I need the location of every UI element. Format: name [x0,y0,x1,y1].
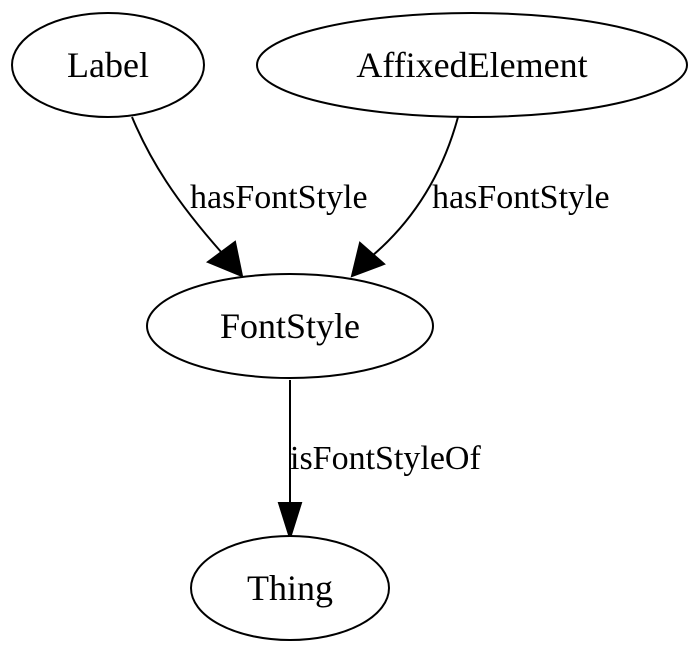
arrowhead [205,240,244,278]
edge-label-to-fontstyle: hasFontStyle [131,116,368,278]
edge-line [131,116,223,254]
node-affixed-element: AffixedElement [256,12,688,118]
edge-affixed-to-fontstyle: hasFontStyle [350,116,610,278]
edge-line [371,116,459,257]
node-label-text: Label [67,45,149,85]
arrowhead [350,241,386,278]
node-shape [11,12,205,118]
node-thing-text: Thing [247,568,333,608]
edge-fontstyle-to-thing: isFontStyleOf [277,380,481,542]
node-thing: Thing [190,535,390,641]
arrowhead [277,502,303,542]
node-fontstyle: FontStyle [146,273,434,379]
edge-label-isfontstyleof: isFontStyleOf [290,440,481,477]
edge-label-hasfontstyle-right: hasFontStyle [432,179,610,216]
node-fontstyle-text: FontStyle [220,306,360,346]
node-shape [256,12,688,118]
node-affixed-element-text: AffixedElement [356,45,587,85]
node-label: Label [11,12,205,118]
node-shape [146,273,434,379]
edge-label-hasfontstyle-left: hasFontStyle [190,179,368,216]
node-shape [190,535,390,641]
